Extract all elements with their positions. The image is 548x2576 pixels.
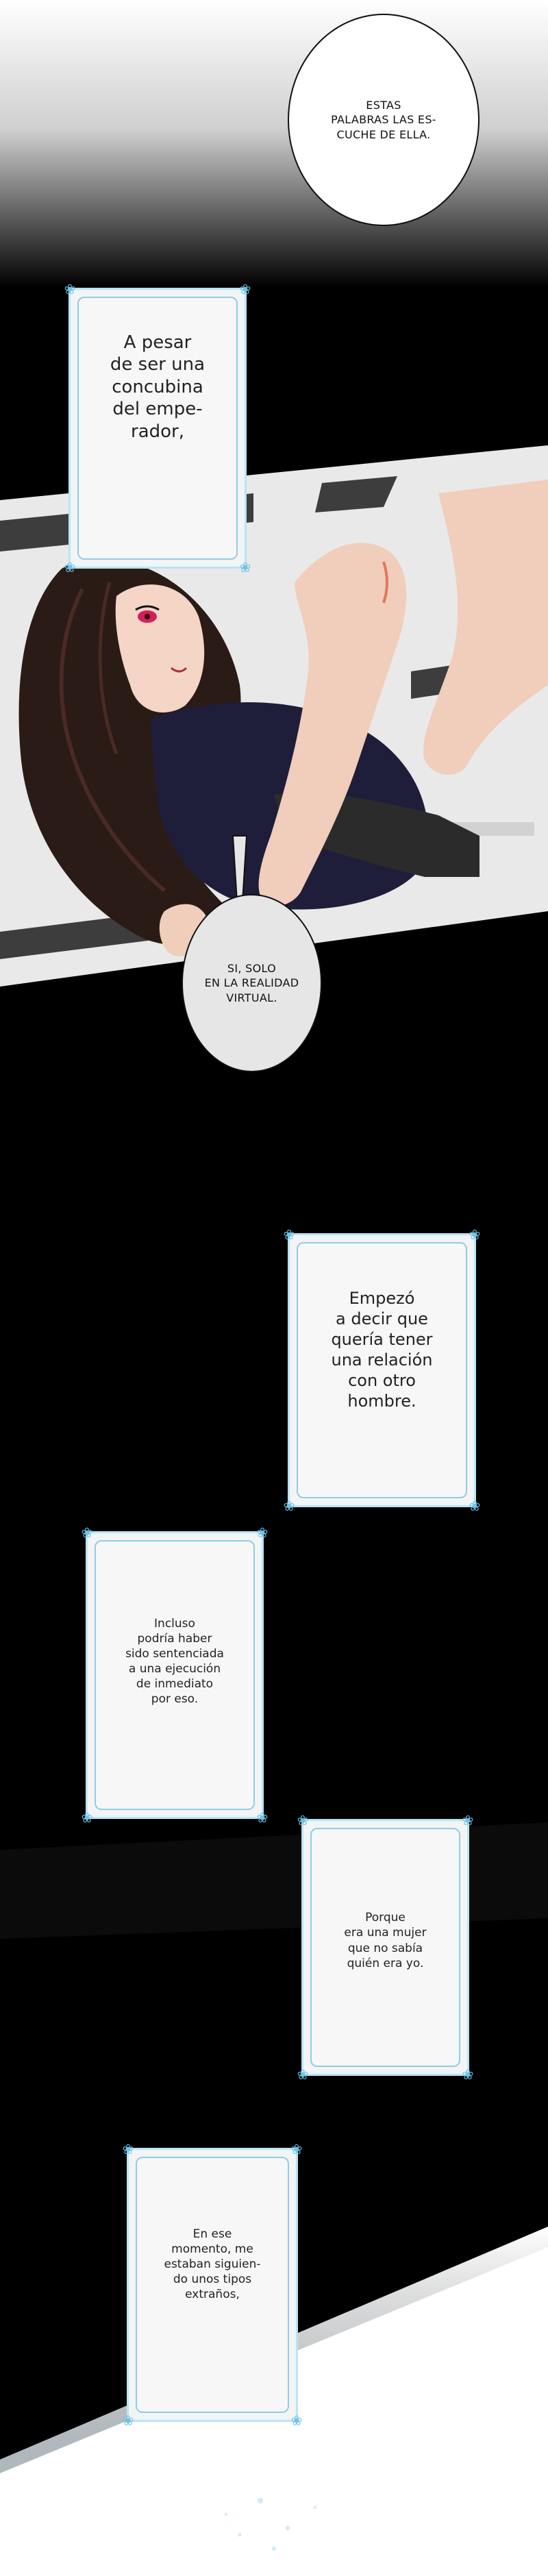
narration-box-porque: ❀ ❀ ❀ ❀ Porque era una mujer que no sabí… bbox=[297, 1813, 474, 2082]
corner-flourish-icon: ❀ bbox=[469, 1226, 481, 1243]
speech-bubble-text: SI, SOLO EN LA REALIDAD VIRTUAL. bbox=[204, 961, 299, 1004]
corner-flourish-icon: ❀ bbox=[283, 1498, 295, 1514]
narration-box-frame bbox=[297, 1242, 467, 1498]
narration-text: A pesar de ser una concubina del empe- r… bbox=[110, 332, 206, 442]
corner-flourish-icon: ❀ bbox=[81, 1809, 93, 1826]
narration-box-frame bbox=[310, 1828, 460, 2067]
speech-bubble-top: ESTAS PALABRAS LAS ES- CUCHE DE ELLA. bbox=[288, 14, 480, 226]
narration-box-frame bbox=[77, 297, 238, 560]
speech-bubble-text: ESTAS PALABRAS LAS ES- CUCHE DE ELLA. bbox=[331, 98, 436, 141]
corner-flourish-icon: ❀ bbox=[239, 559, 251, 575]
corner-flourish-icon: ❀ bbox=[462, 2066, 474, 2083]
corner-flourish-icon: ❀ bbox=[290, 2141, 303, 2157]
corner-flourish-icon: ❀ bbox=[256, 1809, 269, 1826]
corner-flourish-icon: ❀ bbox=[297, 1812, 309, 1829]
narration-text: Porque era una mujer que no sabía quién … bbox=[344, 1911, 427, 1970]
corner-flourish-icon: ❀ bbox=[283, 1226, 295, 1243]
narration-text: En ese momento, me estaban siguien- do u… bbox=[164, 2227, 261, 2302]
narration-box-empezo: ❀ ❀ ❀ ❀ Empezó a decir que quería tener … bbox=[284, 1227, 481, 1513]
narration-box-momento: ❀ ❀ ❀ ❀ En ese momento, me estaban sigui… bbox=[123, 2142, 303, 2428]
corner-flourish-icon: ❀ bbox=[256, 1524, 269, 1541]
narration-box-incluso: ❀ ❀ ❀ ❀ Incluso podría haber sido senten… bbox=[82, 1525, 269, 1825]
narration-box-frame bbox=[95, 1540, 255, 1810]
corner-flourish-icon: ❀ bbox=[239, 281, 251, 297]
corner-flourish-icon: ❀ bbox=[469, 1498, 481, 1514]
speech-bubble-virtual: SI, SOLO EN LA REALIDAD VIRTUAL. bbox=[182, 894, 322, 1072]
corner-flourish-icon: ❀ bbox=[290, 2412, 303, 2429]
corner-flourish-icon: ❀ bbox=[462, 1812, 474, 1829]
narration-box-concubina: ❀ ❀ ❀ ❀ A pesar de ser una concubina del… bbox=[64, 282, 251, 575]
corner-flourish-icon: ❀ bbox=[81, 1524, 93, 1541]
narration-box-frame bbox=[136, 2157, 289, 2413]
corner-flourish-icon: ❀ bbox=[64, 281, 76, 297]
corner-flourish-icon: ❀ bbox=[64, 559, 76, 575]
narration-text: Empezó a decir que quería tener una rela… bbox=[331, 1289, 433, 1411]
corner-flourish-icon: ❀ bbox=[122, 2141, 134, 2157]
corner-flourish-icon: ❀ bbox=[297, 2066, 309, 2083]
narration-text: Incluso podría haber sido sentenciada a … bbox=[125, 1616, 224, 1707]
corner-flourish-icon: ❀ bbox=[122, 2412, 134, 2429]
